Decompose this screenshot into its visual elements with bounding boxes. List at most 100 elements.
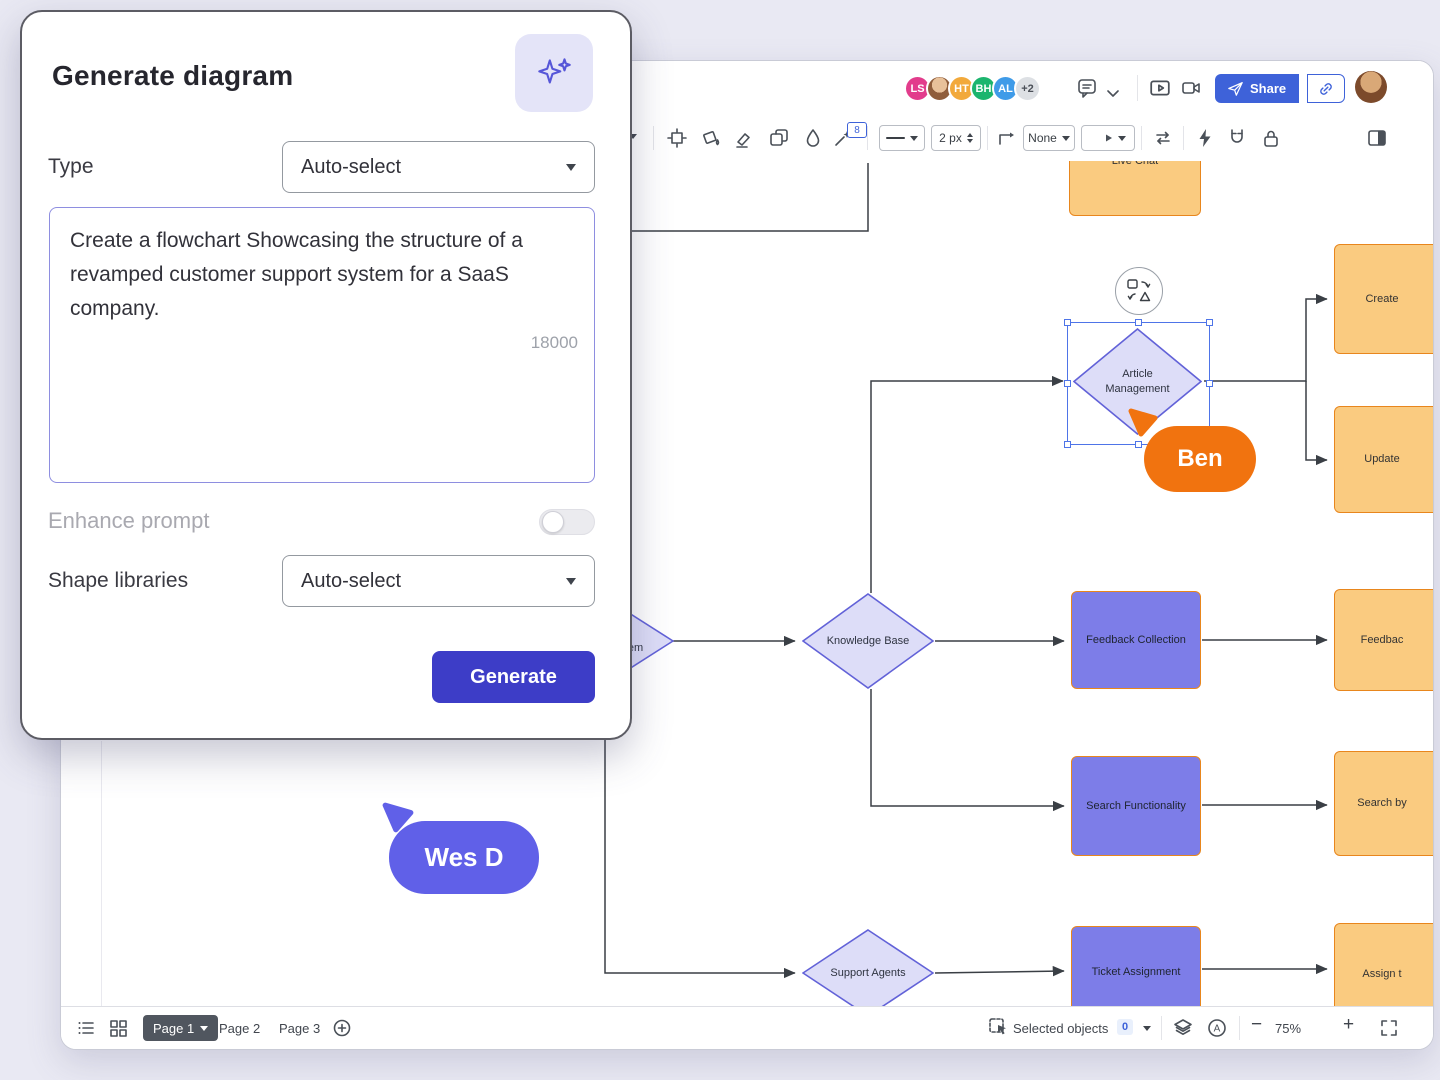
line-end-dropdown[interactable]: None <box>1023 125 1075 151</box>
shape-feedback[interactable]: Feedbac <box>1334 589 1433 691</box>
shape-support-agents[interactable]: Support Agents <box>802 929 934 1007</box>
fill-color-icon[interactable] <box>701 128 721 148</box>
arrow-icon <box>1105 134 1112 142</box>
avatar-initials: BH <box>975 82 992 95</box>
share-button[interactable]: Share <box>1215 74 1300 103</box>
video-camera-icon[interactable] <box>1181 78 1203 100</box>
tab-page-3[interactable]: Page 3 <box>279 1021 321 1036</box>
connector-style-icon[interactable] <box>997 128 1017 148</box>
collaborator-cursor-ben: Ben <box>1144 426 1256 492</box>
letter-a-circle-icon[interactable]: A <box>1207 1018 1227 1038</box>
ink-drop-icon[interactable] <box>803 128 823 148</box>
type-dropdown[interactable]: Auto-select <box>282 141 595 193</box>
shape-libraries-value: Auto-select <box>301 569 402 592</box>
user-avatar[interactable] <box>1355 71 1387 103</box>
chevron-down-icon[interactable] <box>1107 85 1129 107</box>
selected-objects-label: Selected objects <box>1013 1021 1109 1036</box>
zoom-level[interactable]: 75% <box>1275 1021 1302 1036</box>
copy-style-icon[interactable] <box>769 128 789 148</box>
shape-label: Assign t <box>1362 968 1402 981</box>
connector-lines <box>604 163 1328 979</box>
shape-label: Article Management <box>1105 368 1170 395</box>
comments-icon[interactable] <box>1077 78 1099 100</box>
shape-assign-to[interactable]: Assign t <box>1334 923 1433 1007</box>
share-label: Share <box>1250 81 1287 96</box>
copy-link-button[interactable] <box>1307 74 1345 103</box>
shape-label: Search Functionality <box>1086 799 1186 812</box>
shape-label: Support Agents <box>830 966 906 979</box>
shape-knowledge-base[interactable]: Knowledge Base <box>802 593 934 689</box>
shape-libraries-dropdown[interactable]: Auto-select <box>282 555 595 607</box>
zoom-in-button[interactable]: + <box>1343 1014 1355 1035</box>
shape-label: Feedbac <box>1360 633 1404 646</box>
tab-page-1[interactable]: Page 1 <box>143 1015 219 1041</box>
shape-label: Search by <box>1357 797 1407 810</box>
layers-icon[interactable] <box>1173 1018 1193 1038</box>
stroke-width-stepper[interactable]: 2 px <box>931 125 981 151</box>
avatar-initials: HT <box>954 82 969 95</box>
tab-page-2[interactable]: Page 2 <box>219 1021 261 1036</box>
page-grid-icon[interactable] <box>109 1019 129 1039</box>
shape-search-by[interactable]: Search by <box>1334 751 1433 856</box>
shape-live-chat[interactable]: Live Chat <box>1069 161 1201 216</box>
divider <box>1161 1016 1162 1040</box>
page-boundary <box>101 741 102 1007</box>
prompt-textarea[interactable]: Create a flowchart Showcasing the struct… <box>49 207 595 483</box>
paper-plane-icon <box>1228 82 1243 96</box>
generate-button[interactable]: Generate <box>432 651 595 703</box>
ben-cursor-icon <box>1128 408 1158 437</box>
divider <box>1239 1016 1240 1040</box>
ai-sparkle-button[interactable] <box>515 34 593 112</box>
selection-handle[interactable] <box>1206 319 1213 326</box>
collaborator-avatars: LS HT BH AL +2 <box>904 75 1041 102</box>
shape-libraries-label: Shape libraries <box>48 569 189 592</box>
page-tab-label: Page 1 <box>153 1020 195 1036</box>
wand-count-badge: 8 <box>847 122 867 138</box>
right-panel-toggle-icon[interactable] <box>1367 128 1387 148</box>
selection-handle[interactable] <box>1064 319 1071 326</box>
selection-handle[interactable] <box>1064 441 1071 448</box>
divider <box>987 126 988 150</box>
avatar-initials: LS <box>910 82 925 95</box>
present-icon[interactable] <box>1149 77 1171 99</box>
svg-text:A: A <box>1214 1024 1221 1035</box>
selection-handle[interactable] <box>1206 380 1213 387</box>
shape-label: Live Chat <box>1112 161 1158 168</box>
shape-search-functionality[interactable]: Search Functionality <box>1071 756 1201 856</box>
position-icon[interactable] <box>667 128 687 148</box>
highlighter-icon[interactable] <box>735 128 755 148</box>
avatar-overflow[interactable]: +2 <box>1014 75 1041 102</box>
shape-update[interactable]: Update <box>1334 406 1433 513</box>
shape-feedback-collection[interactable]: Feedback Collection <box>1071 591 1201 689</box>
divider <box>1183 126 1184 150</box>
shape-article-management[interactable]: Article Management <box>1073 328 1202 435</box>
select-cursor-icon[interactable] <box>989 1018 1009 1038</box>
shape-create[interactable]: Create <box>1334 244 1433 354</box>
shape-label: Update <box>1364 453 1400 466</box>
selection-handle[interactable] <box>1135 441 1142 448</box>
sparkle-icon <box>538 58 571 84</box>
magnet-icon[interactable] <box>1227 128 1247 148</box>
swap-direction-icon[interactable] <box>1153 128 1173 148</box>
prompt-text: Create a flowchart Showcasing the struct… <box>70 229 523 320</box>
diagram-canvas[interactable]: Live Chat Create Update Feedbac Search b… <box>61 161 1433 1007</box>
selection-handle[interactable] <box>1064 380 1071 387</box>
type-label: Type <box>48 155 94 178</box>
lock-icon[interactable] <box>1261 128 1281 148</box>
shape-ticket-assignment[interactable]: Ticket Assignment <box>1071 926 1201 1007</box>
lightning-icon[interactable] <box>1195 128 1215 148</box>
shape-label: Feedback Collection <box>1086 633 1186 646</box>
stroke-width-value: 2 px <box>939 131 962 145</box>
selection-handle[interactable] <box>1135 319 1142 326</box>
add-page-icon[interactable] <box>333 1019 353 1039</box>
line-style-dropdown[interactable] <box>879 125 925 151</box>
arrowhead-dropdown[interactable] <box>1081 125 1135 151</box>
selection-dropdown-caret[interactable] <box>1143 1026 1151 1031</box>
suggested-shapes-button[interactable] <box>1115 267 1163 315</box>
dialog-title: Generate diagram <box>52 60 294 91</box>
enhance-prompt-toggle[interactable] <box>539 509 595 535</box>
zoom-out-button[interactable]: − <box>1251 1014 1263 1035</box>
fullscreen-icon[interactable] <box>1379 1018 1399 1038</box>
status-bar: Page 1 Page 2 Page 3 Selected objects 0 … <box>61 1006 1433 1049</box>
outline-list-icon[interactable] <box>77 1019 97 1039</box>
